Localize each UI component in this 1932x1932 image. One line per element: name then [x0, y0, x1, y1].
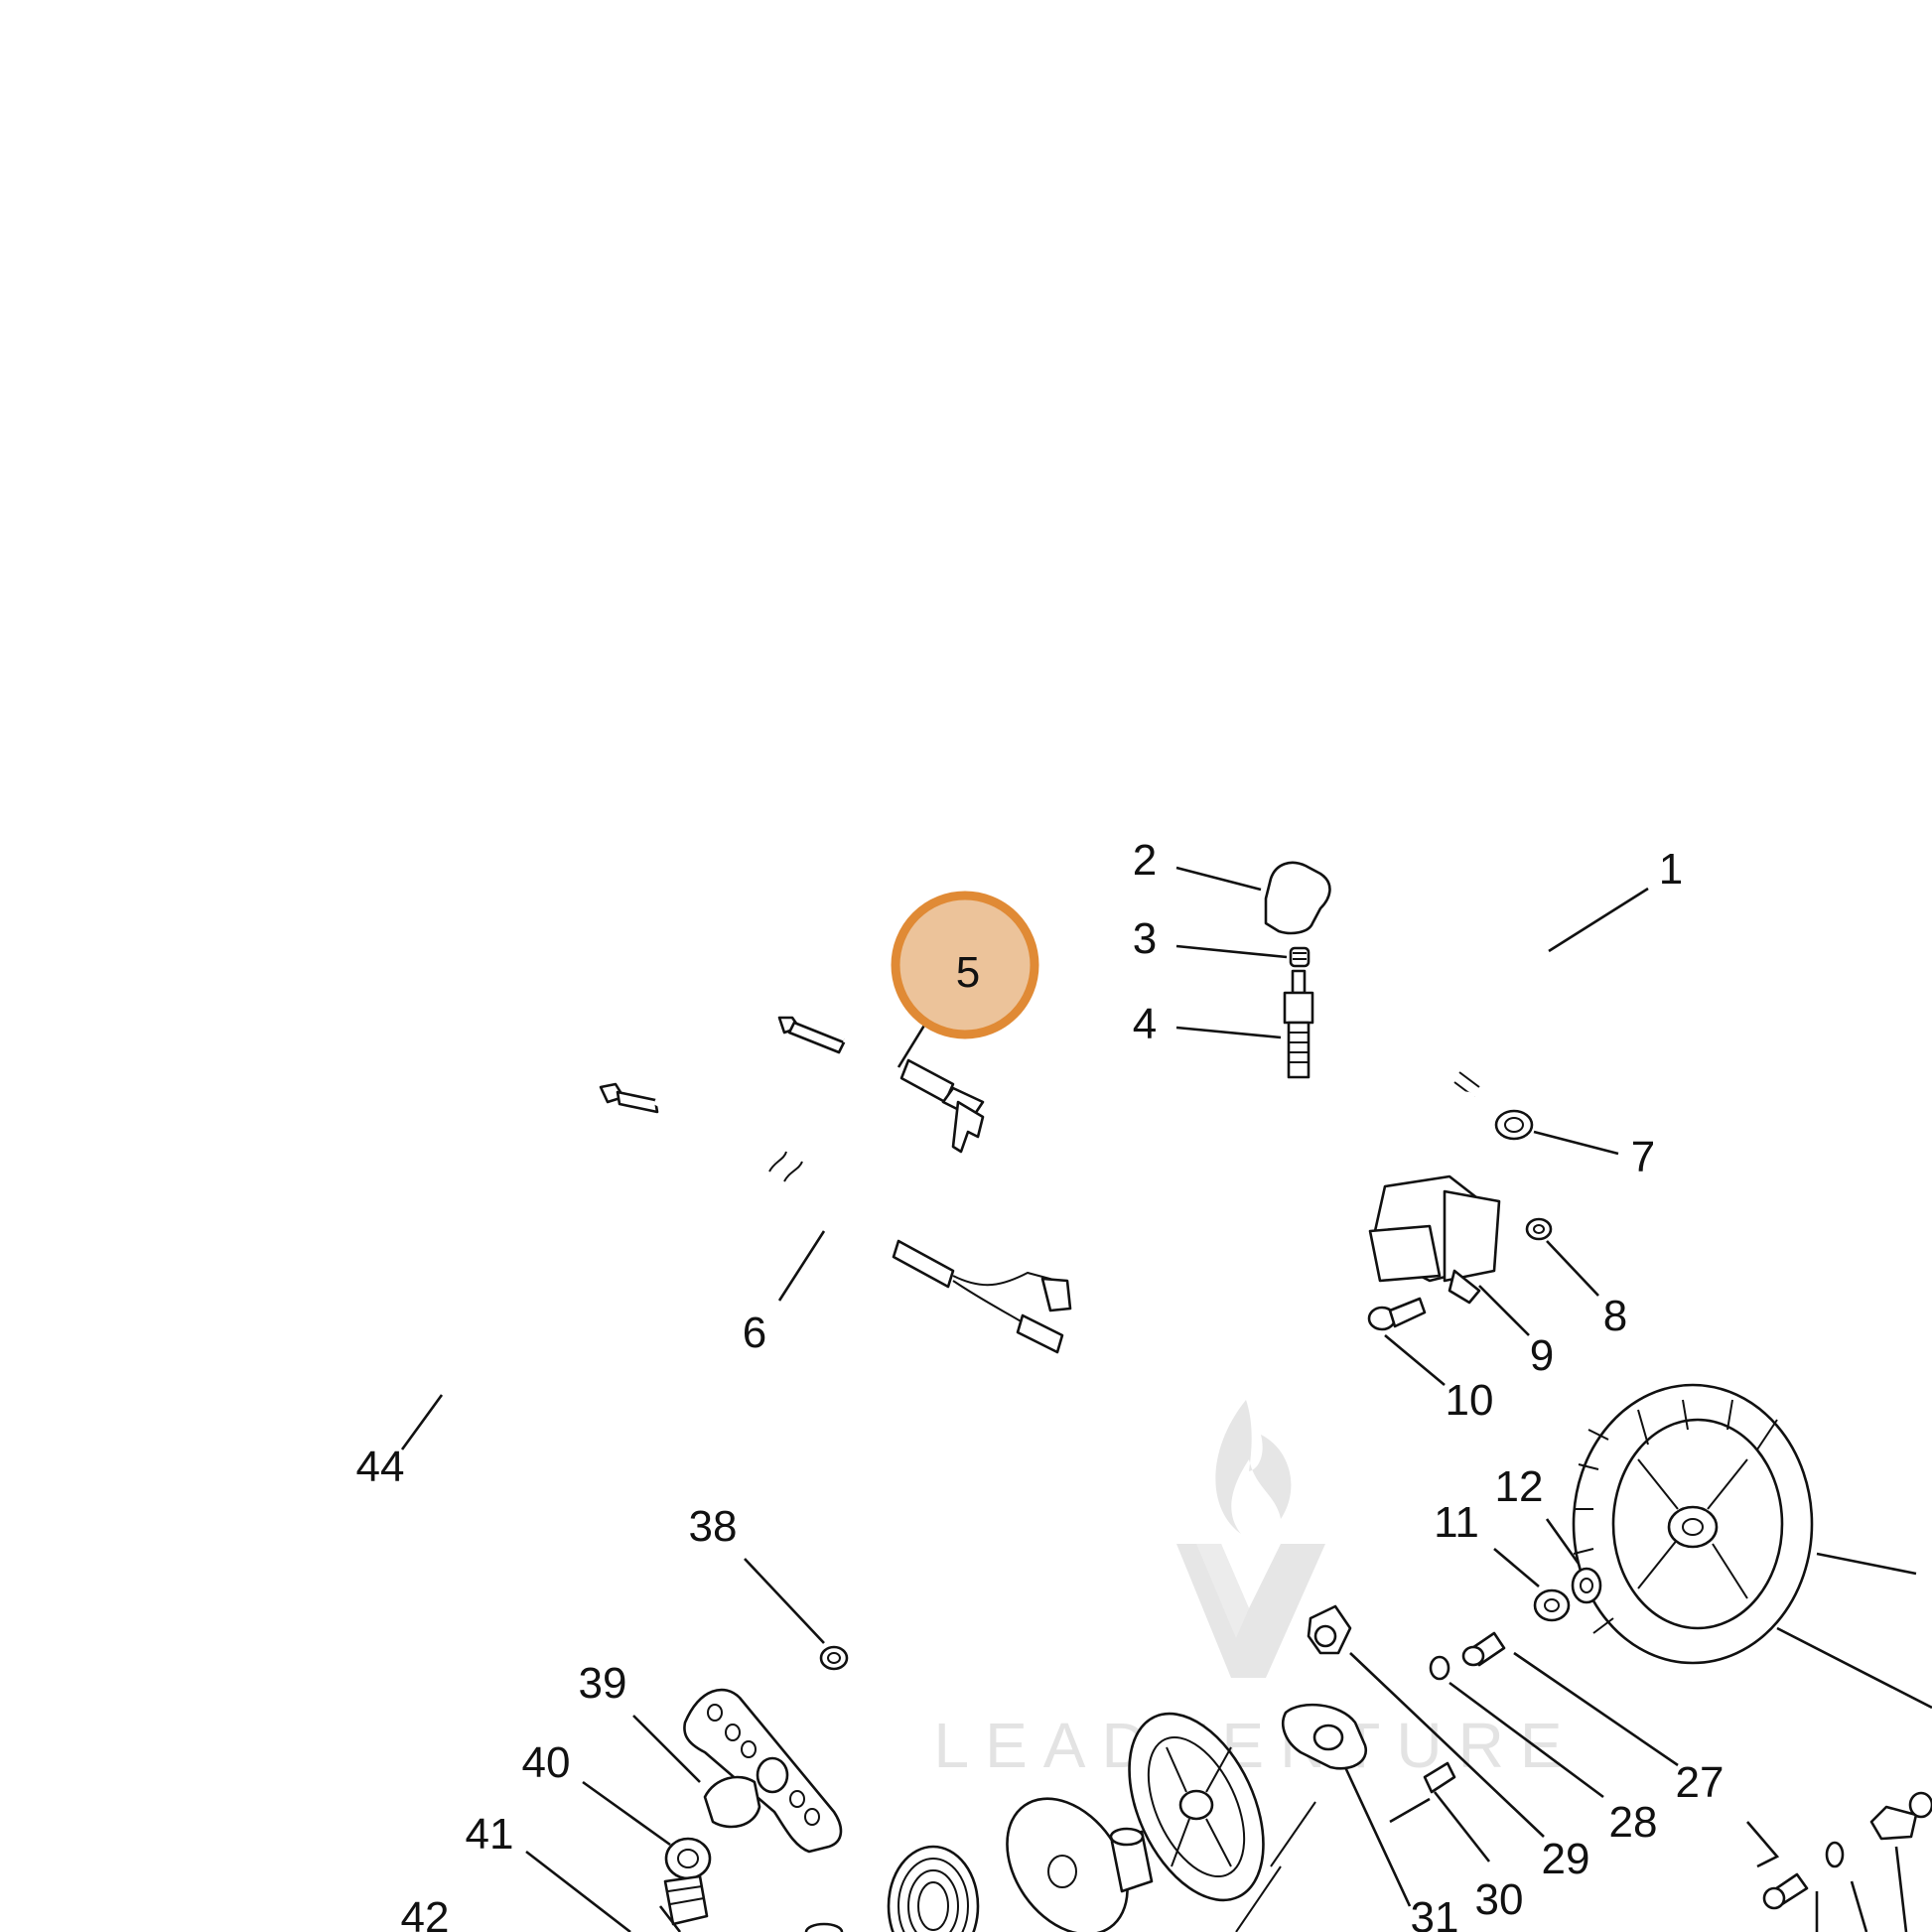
recoil-spring-plate[interactable]: [982, 1776, 1152, 1932]
recoil-pulley[interactable]: [1102, 1693, 1291, 1921]
part-3-spring[interactable]: [1175, 944, 1311, 968]
callout-7[interactable]: 7: [1631, 1133, 1655, 1181]
flywheel[interactable]: [1572, 1383, 1932, 1710]
starter-rope[interactable]: [1235, 1801, 1316, 1932]
highlight-circle[interactable]: [891, 891, 1039, 1039]
part-8-washer[interactable]: [1525, 1217, 1599, 1297]
part-4-spark-plug[interactable]: [1175, 969, 1314, 1079]
callout-2[interactable]: 2: [1133, 836, 1157, 885]
callout-6[interactable]: 6: [743, 1309, 766, 1357]
part-44-rod[interactable]: [380, 1338, 588, 1454]
part-41-bushing[interactable]: [525, 1850, 709, 1932]
callout-10[interactable]: 10: [1446, 1376, 1494, 1425]
part-31-plate[interactable]: [1281, 1703, 1431, 1907]
watermark-text: LEADVENTURE: [934, 1710, 1579, 1781]
part-38-washer[interactable]: [744, 1558, 849, 1671]
callout-9[interactable]: 9: [1530, 1331, 1554, 1380]
callout-40[interactable]: 40: [522, 1738, 571, 1787]
callout-4[interactable]: 4: [1133, 1000, 1157, 1048]
callout-38[interactable]: 38: [689, 1502, 738, 1551]
callout-42[interactable]: 42: [401, 1893, 450, 1932]
ignition-coil-assembly[interactable]: [1363, 911, 1501, 1305]
callout-27[interactable]: 27: [1676, 1758, 1725, 1807]
part-2-plug-cap[interactable]: [1175, 861, 1331, 935]
callout-12[interactable]: 12: [1495, 1462, 1544, 1511]
callout-8[interactable]: 8: [1603, 1292, 1627, 1340]
part-27-bolt[interactable]: [1461, 1631, 1679, 1767]
part-30-screw[interactable]: [1423, 1761, 1491, 1863]
part-12-washer[interactable]: [1545, 1518, 1602, 1604]
part-5-cable[interactable]: [777, 1002, 985, 1154]
callout-5[interactable]: 5: [956, 948, 980, 997]
part-10-bolt[interactable]: [1367, 1297, 1446, 1386]
callout-3[interactable]: 3: [1133, 914, 1157, 963]
bottom-right-pawl[interactable]: [1746, 1791, 1932, 1932]
part-42-fragment[interactable]: [804, 1922, 844, 1932]
callout-1[interactable]: 1: [1659, 845, 1683, 894]
part-29-pawl[interactable]: [1307, 1604, 1545, 1838]
part-9-bracket[interactable]: [1478, 1285, 1530, 1336]
part-1-hose[interactable]: [1460, 887, 1649, 1061]
callout-11[interactable]: 11: [1434, 1498, 1479, 1547]
callout-41[interactable]: 41: [466, 1810, 514, 1859]
callout-39[interactable]: 39: [579, 1659, 627, 1708]
callout-44[interactable]: 44: [356, 1443, 405, 1491]
part-40-insert[interactable]: [582, 1780, 712, 1880]
watermark-logo: [1176, 1400, 1325, 1678]
recoil-spring[interactable]: [887, 1845, 980, 1932]
highlight-marker-5[interactable]: 5: [891, 891, 1039, 1039]
part-39-starter-handle[interactable]: [632, 1688, 843, 1854]
callout-31[interactable]: 31: [1411, 1893, 1459, 1932]
callout-29[interactable]: 29: [1542, 1835, 1590, 1883]
part-7-grommet[interactable]: [1494, 1109, 1619, 1156]
part-11-nut[interactable]: [1493, 1548, 1571, 1622]
callout-30[interactable]: 30: [1475, 1875, 1524, 1924]
part-28-washer[interactable]: [1429, 1655, 1604, 1799]
part-6-wire-harness[interactable]: [599, 1082, 1072, 1354]
callout-28[interactable]: 28: [1609, 1798, 1658, 1847]
recoil-bushing[interactable]: [1109, 1827, 1154, 1893]
